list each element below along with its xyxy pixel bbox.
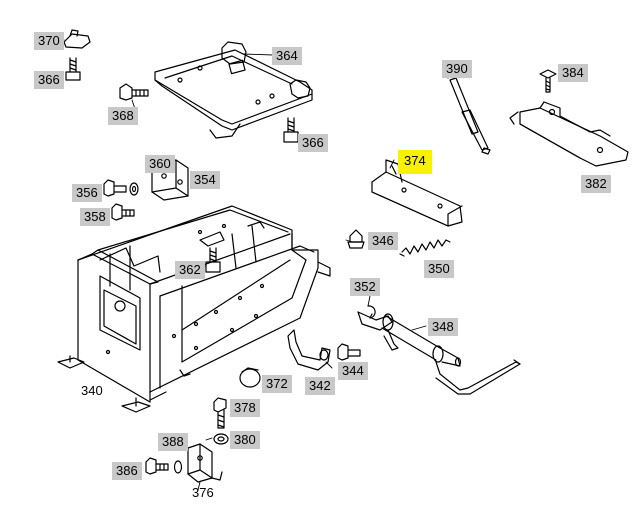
label-378[interactable]: 378 [230, 399, 260, 417]
part-358-bolt [111, 203, 135, 221]
label-342[interactable]: 342 [305, 377, 335, 395]
label-390[interactable]: 390 [442, 60, 472, 78]
label-346[interactable]: 346 [368, 232, 398, 250]
label-368[interactable]: 368 [108, 107, 138, 125]
part-344-bolt [337, 343, 361, 361]
label-374-highlighted[interactable]: 374 [398, 150, 432, 174]
part-386-bolt [145, 457, 183, 475]
label-348[interactable]: 348 [428, 318, 458, 336]
part-372-cap [239, 367, 261, 388]
label-370[interactable]: 370 [34, 32, 64, 50]
label-362[interactable]: 362 [175, 261, 205, 279]
part-346-bump-stop [347, 229, 365, 249]
label-350[interactable]: 350 [424, 260, 454, 278]
part-376-bracket [187, 443, 223, 483]
part-348-lever [357, 311, 521, 395]
part-366-bolt-lower [283, 117, 299, 143]
label-356[interactable]: 356 [72, 184, 102, 202]
part-362-bolt [205, 247, 221, 273]
part-356-bolt [103, 179, 139, 197]
label-354[interactable]: 354 [190, 171, 220, 189]
part-368-bolt [119, 83, 149, 101]
part-378-bolt [213, 397, 227, 429]
part-366-bolt-upper [65, 57, 81, 81]
label-388[interactable]: 388 [158, 433, 188, 451]
label-372[interactable]: 372 [262, 375, 292, 393]
part-384-screw [539, 69, 557, 93]
part-364-plate [154, 41, 313, 139]
label-360[interactable]: 360 [145, 155, 175, 173]
label-358[interactable]: 358 [80, 208, 110, 226]
label-340[interactable]: 340 [81, 383, 103, 398]
part-390-gas-strut [447, 73, 491, 155]
label-382[interactable]: 382 [581, 175, 611, 193]
part-354-bracket [151, 159, 189, 201]
part-380-washer [213, 433, 229, 445]
label-386[interactable]: 386 [112, 462, 142, 480]
label-366-lower[interactable]: 366 [298, 134, 328, 152]
label-364[interactable]: 364 [272, 47, 302, 65]
part-340-frame [57, 205, 331, 413]
label-376[interactable]: 376 [192, 485, 214, 500]
label-344[interactable]: 344 [338, 362, 368, 380]
part-352-clip [367, 305, 376, 319]
label-366-upper[interactable]: 366 [34, 71, 64, 89]
label-384[interactable]: 384 [558, 64, 588, 82]
part-382-handle [509, 101, 629, 167]
label-352[interactable]: 352 [350, 278, 380, 296]
part-350-spring [399, 239, 451, 257]
label-380[interactable]: 380 [230, 431, 260, 449]
part-342-bracket [287, 329, 331, 371]
